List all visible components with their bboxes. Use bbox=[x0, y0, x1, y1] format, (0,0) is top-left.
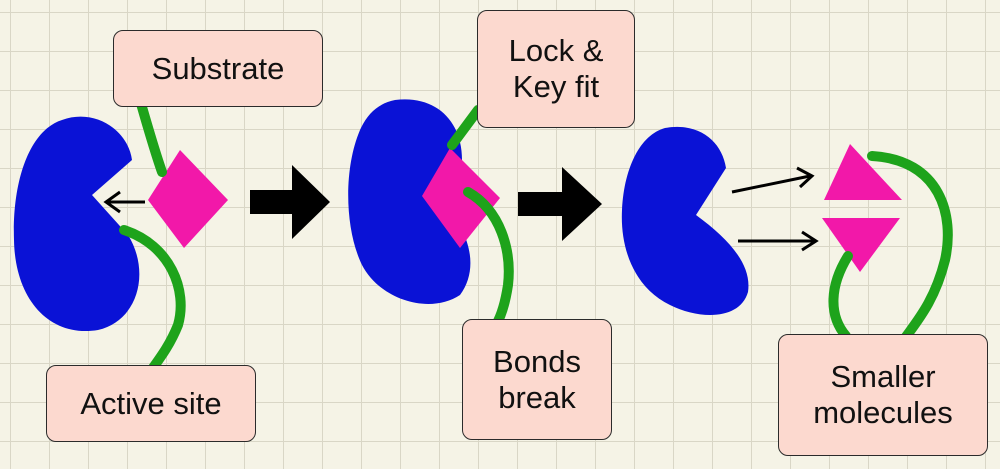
process-arrow-1 bbox=[250, 165, 330, 239]
substrate-stage-2 bbox=[422, 148, 500, 248]
substrate-label: Substrate bbox=[113, 30, 323, 107]
product-molecule-top bbox=[824, 144, 902, 200]
smaller-molecules-pointer-right bbox=[867, 151, 953, 343]
substrate-stage-1 bbox=[148, 150, 228, 248]
active-site-pointer-line bbox=[119, 225, 186, 377]
lock-key-pointer-line bbox=[447, 105, 483, 150]
enzyme-stage-3 bbox=[621, 126, 749, 315]
product-arrow-top-head bbox=[796, 166, 815, 189]
substrate-pointer-line bbox=[135, 95, 167, 177]
lock-key-label: Lock & Key fit bbox=[477, 10, 635, 128]
process-arrow-2 bbox=[518, 167, 602, 241]
enzyme-stage-2 bbox=[348, 99, 471, 304]
bonds-break-label: Bonds break bbox=[462, 319, 612, 440]
product-arrow-top bbox=[731, 174, 811, 194]
bonds-break-pointer-line bbox=[463, 187, 514, 330]
active-site-arrowhead bbox=[103, 190, 121, 214]
product-molecule-bottom bbox=[822, 218, 900, 272]
smaller-molecules-label: Smaller molecules bbox=[778, 334, 988, 456]
smaller-molecules-pointer-left bbox=[828, 251, 853, 341]
enzyme-stage-1 bbox=[13, 116, 140, 332]
active-site-label: Active site bbox=[46, 365, 256, 442]
product-arrow-bottom-head bbox=[801, 230, 819, 252]
